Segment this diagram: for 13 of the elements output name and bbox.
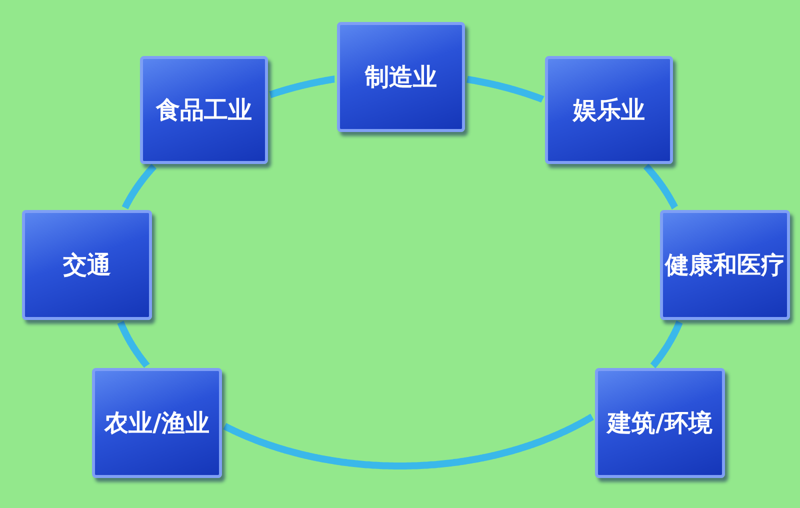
category-box: 食品工业 [140, 56, 268, 164]
category-box: 健康和医疗 [660, 210, 790, 320]
ring-connector [650, 319, 683, 370]
ring-connector [222, 414, 595, 470]
category-box: 娱乐业 [545, 56, 673, 164]
category-box: 交通 [22, 210, 152, 320]
ring-connector [464, 76, 546, 103]
ring-connector [642, 162, 678, 211]
ring-connector [117, 319, 150, 369]
category-box: 制造业 [337, 22, 465, 132]
ring-connector [122, 163, 158, 211]
category-box: 农业/渔业 [92, 368, 222, 478]
category-box: 建筑/环境 [595, 368, 725, 478]
